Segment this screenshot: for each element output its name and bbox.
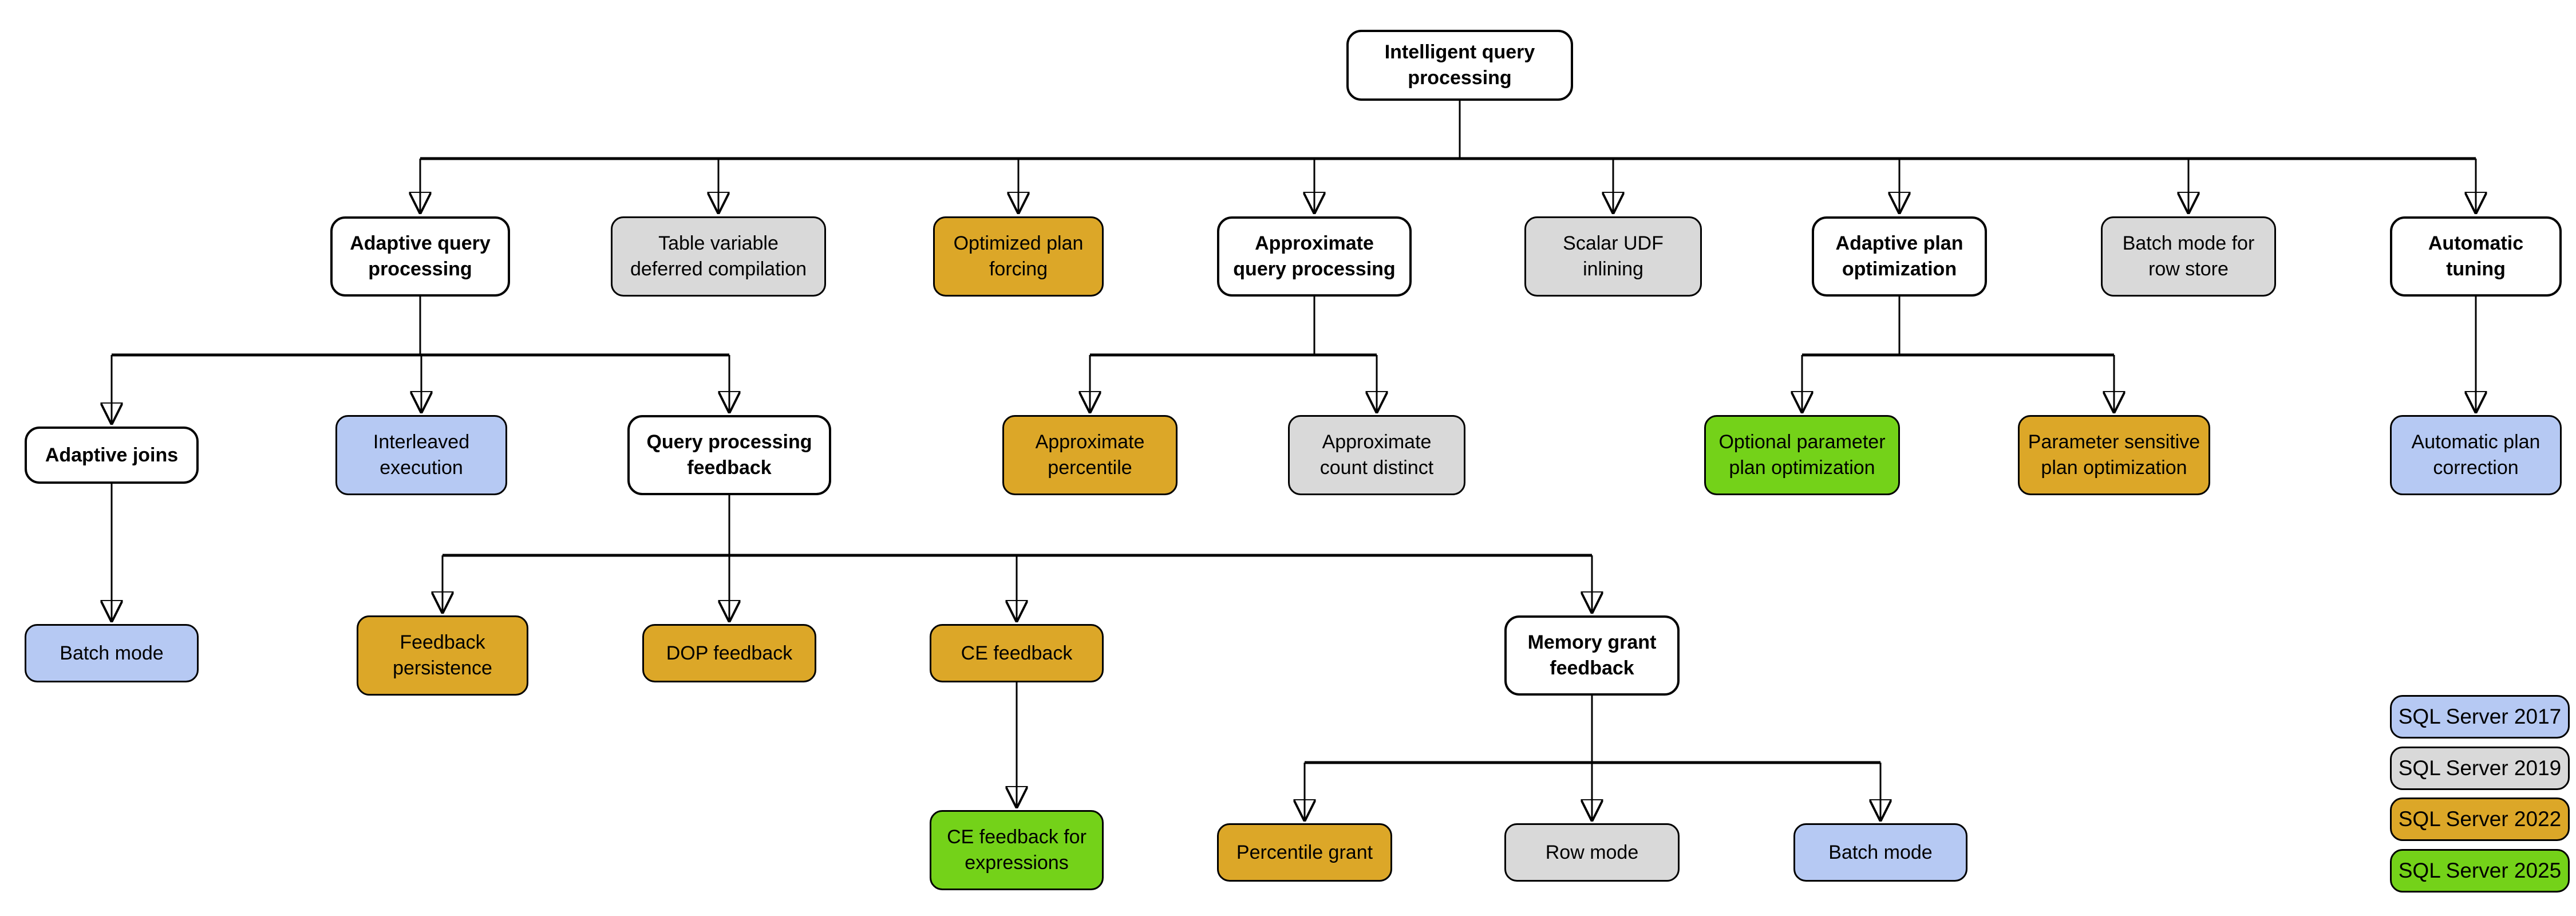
- node-dop-feedback: DOP feedback: [642, 624, 816, 682]
- legend-sql-server-2017: SQL Server 2017: [2390, 695, 2570, 739]
- node-query-processing-feedback: Query processing feedback: [627, 415, 831, 495]
- node-interleaved-execution: Interleaved execution: [335, 415, 507, 495]
- node-memory-grant-feedback: Memory grant feedback: [1504, 615, 1680, 696]
- node-optimized-plan-forcing: Optimized plan forcing: [933, 216, 1104, 297]
- node-batch-mode-memory-grant: Batch mode: [1793, 823, 1967, 882]
- node-percentile-grant: Percentile grant: [1217, 823, 1392, 882]
- node-feedback-persistence: Feedback persistence: [357, 615, 528, 696]
- legend-sql-server-2019: SQL Server 2019: [2390, 747, 2570, 790]
- node-row-mode: Row mode: [1504, 823, 1680, 882]
- node-automatic-plan-correction: Automatic plan correction: [2390, 415, 2562, 495]
- node-adaptive-joins: Adaptive joins: [25, 427, 199, 484]
- node-optional-parameter-plan-optimization: Optional parameter plan optimization: [1704, 415, 1900, 495]
- node-ce-feedback-for-expressions: CE feedback for expressions: [930, 810, 1104, 890]
- node-ce-feedback: CE feedback: [930, 624, 1104, 682]
- node-intelligent-query-processing: Intelligent query processing: [1346, 30, 1573, 101]
- node-table-variable-deferred-compilation: Table variable deferred compilation: [611, 216, 826, 297]
- node-adaptive-query-processing: Adaptive query processing: [330, 216, 510, 297]
- node-parameter-sensitive-plan-optimization: Parameter sensitive plan optimization: [2018, 415, 2210, 495]
- node-scalar-udf-inlining: Scalar UDF inlining: [1524, 216, 1702, 297]
- node-batch-mode-for-row-store: Batch mode for row store: [2101, 216, 2276, 297]
- node-approximate-query-processing: Approximate query processing: [1217, 216, 1412, 297]
- node-adaptive-plan-optimization: Adaptive plan optimization: [1812, 216, 1987, 297]
- legend-sql-server-2025: SQL Server 2025: [2390, 849, 2570, 893]
- node-automatic-tuning: Automatic tuning: [2390, 216, 2562, 297]
- node-approximate-count-distinct: Approximate count distinct: [1288, 415, 1465, 495]
- node-batch-mode-adaptive-joins: Batch mode: [25, 624, 199, 682]
- node-approximate-percentile: Approximate percentile: [1002, 415, 1178, 495]
- legend-sql-server-2022: SQL Server 2022: [2390, 797, 2570, 841]
